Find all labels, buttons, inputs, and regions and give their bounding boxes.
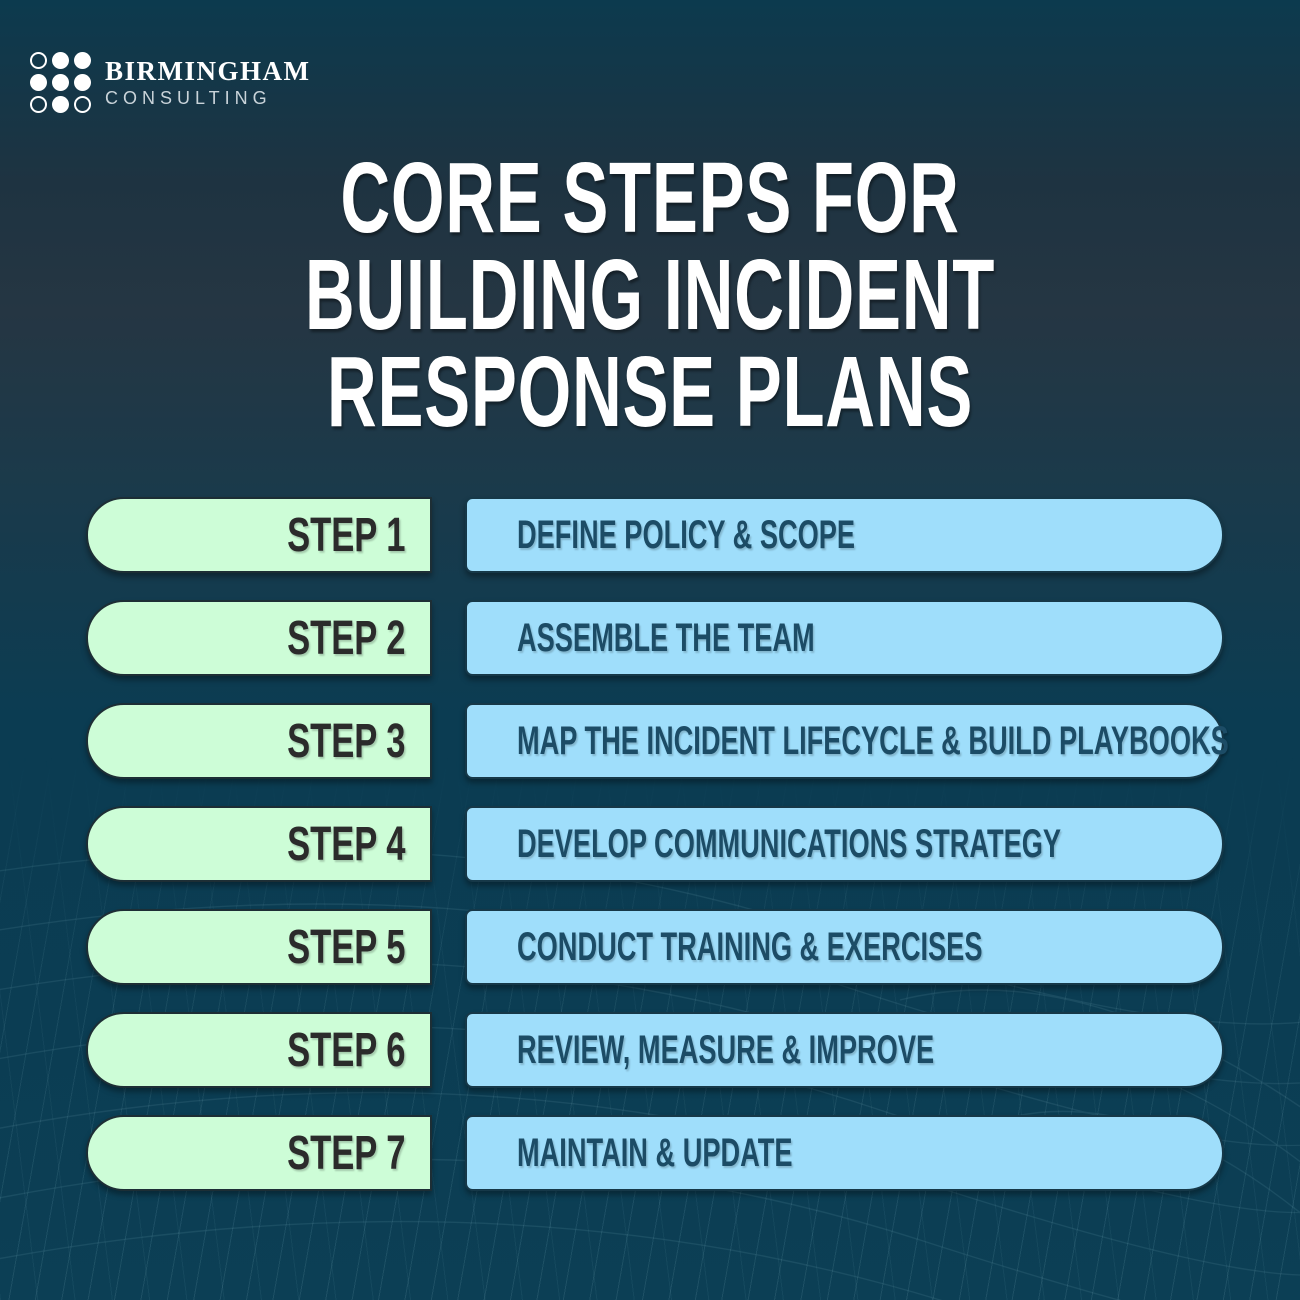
step-label: STEP 1 bbox=[287, 508, 406, 562]
step-label: STEP 2 bbox=[287, 611, 406, 665]
step-row-6: STEP 6 REVIEW, MEASURE & IMPROVE bbox=[0, 1012, 1300, 1088]
step-description-bar: MAINTAIN & UPDATE bbox=[465, 1115, 1224, 1191]
step-description-bar: DEVELOP COMMUNICATIONS STRATEGY bbox=[465, 806, 1224, 882]
page-title-line: CORE STEPS FOR bbox=[340, 142, 960, 254]
step-label: STEP 5 bbox=[287, 920, 406, 974]
dot-filled bbox=[52, 74, 69, 91]
step-label-pill: STEP 2 bbox=[86, 600, 432, 676]
dot-outline bbox=[30, 96, 47, 113]
step-description: MAP THE INCIDENT LIFECYCLE & BUILD PLAYB… bbox=[517, 718, 1229, 763]
step-description-bar: CONDUCT TRAINING & EXERCISES bbox=[465, 909, 1224, 985]
step-description: REVIEW, MEASURE & IMPROVE bbox=[517, 1027, 935, 1072]
dot-filled bbox=[74, 52, 91, 69]
dot-filled bbox=[52, 52, 69, 69]
brand-name: BIRMINGHAM bbox=[105, 56, 311, 87]
step-label-pill: STEP 3 bbox=[86, 703, 432, 779]
page-title-line: BUILDING INCIDENT bbox=[304, 239, 996, 351]
dot-filled bbox=[52, 96, 69, 113]
dot-outline bbox=[30, 52, 47, 69]
step-label-pill: STEP 6 bbox=[86, 1012, 432, 1088]
step-description: ASSEMBLE THE TEAM bbox=[517, 615, 815, 660]
step-description-bar: REVIEW, MEASURE & IMPROVE bbox=[465, 1012, 1224, 1088]
page-title-line: RESPONSE PLANS bbox=[326, 336, 974, 448]
step-label-pill: STEP 4 bbox=[86, 806, 432, 882]
step-label: STEP 4 bbox=[287, 817, 406, 871]
steps-list: STEP 1 DEFINE POLICY & SCOPE STEP 2 ASSE… bbox=[0, 497, 1300, 1191]
step-label: STEP 3 bbox=[287, 714, 406, 768]
step-label-pill: STEP 1 bbox=[86, 497, 432, 573]
dot-outline bbox=[74, 96, 91, 113]
page-title: CORE STEPS FOR BUILDING INCIDENT RESPONS… bbox=[0, 142, 1300, 448]
step-description: DEVELOP COMMUNICATIONS STRATEGY bbox=[517, 821, 1062, 866]
step-label-pill: STEP 7 bbox=[86, 1115, 432, 1191]
step-description: DEFINE POLICY & SCOPE bbox=[517, 512, 856, 557]
step-row-1: STEP 1 DEFINE POLICY & SCOPE bbox=[0, 497, 1300, 573]
dot-filled bbox=[30, 74, 47, 91]
step-label: STEP 6 bbox=[287, 1023, 406, 1077]
step-row-2: STEP 2 ASSEMBLE THE TEAM bbox=[0, 600, 1300, 676]
step-row-7: STEP 7 MAINTAIN & UPDATE bbox=[0, 1115, 1300, 1191]
step-row-4: STEP 4 DEVELOP COMMUNICATIONS STRATEGY bbox=[0, 806, 1300, 882]
step-description: MAINTAIN & UPDATE bbox=[517, 1130, 793, 1175]
step-label-pill: STEP 5 bbox=[86, 909, 432, 985]
step-description: CONDUCT TRAINING & EXERCISES bbox=[517, 924, 983, 969]
brand-subtitle: CONSULTING bbox=[105, 87, 272, 108]
step-description-bar: DEFINE POLICY & SCOPE bbox=[465, 497, 1224, 573]
step-description-bar: ASSEMBLE THE TEAM bbox=[465, 600, 1224, 676]
brand-header: BIRMINGHAM CONSULTING bbox=[30, 52, 311, 113]
step-row-5: STEP 5 CONDUCT TRAINING & EXERCISES bbox=[0, 909, 1300, 985]
step-row-3: STEP 3 MAP THE INCIDENT LIFECYCLE & BUIL… bbox=[0, 703, 1300, 779]
step-label: STEP 7 bbox=[287, 1126, 406, 1180]
dots-grid-icon bbox=[30, 52, 91, 113]
step-description-bar: MAP THE INCIDENT LIFECYCLE & BUILD PLAYB… bbox=[465, 703, 1229, 779]
dot-filled bbox=[74, 74, 91, 91]
